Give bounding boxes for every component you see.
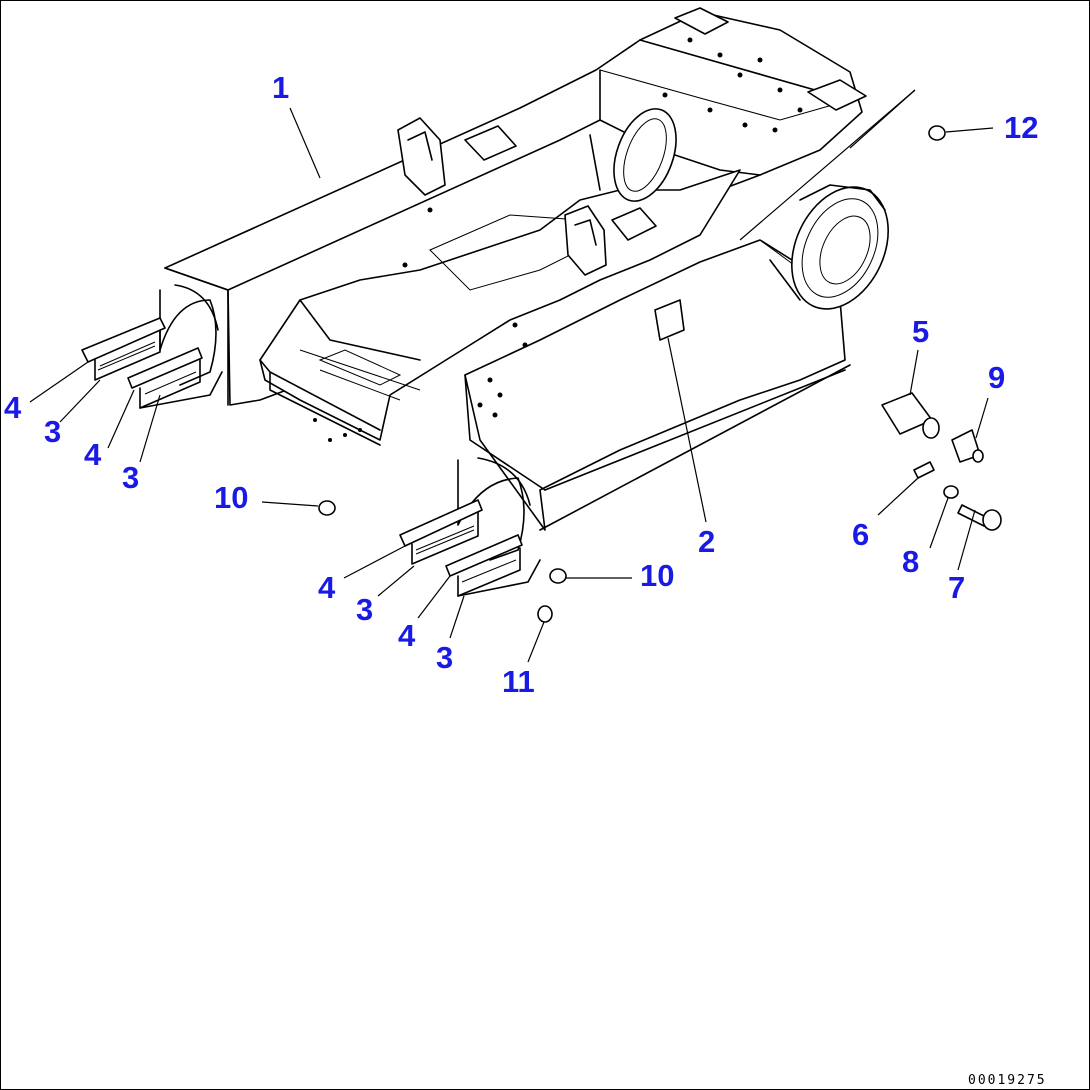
callout-9: 9 <box>988 360 1005 395</box>
callout-3: 3 <box>122 460 139 495</box>
track-frame-drawing <box>81 7 1002 623</box>
callout-4: 4 <box>84 437 102 472</box>
callout-labels: 1 2 3 3 3 3 4 4 4 4 5 6 7 8 9 10 10 11 1… <box>4 70 1038 699</box>
callout-10: 10 <box>640 558 674 593</box>
callout-6: 6 <box>852 517 869 552</box>
exploded-parts <box>318 125 1002 623</box>
callout-8: 8 <box>902 544 919 579</box>
callout-2: 2 <box>698 524 715 559</box>
callout-12: 12 <box>1004 110 1038 145</box>
callout-3: 3 <box>436 640 453 675</box>
callout-1: 1 <box>272 70 289 105</box>
callout-4: 4 <box>4 390 22 425</box>
callout-5: 5 <box>912 314 929 349</box>
callout-4: 4 <box>318 570 336 605</box>
callout-11: 11 <box>502 664 535 699</box>
callout-7: 7 <box>948 570 965 605</box>
callout-10: 10 <box>214 480 248 515</box>
document-number: 00019275 <box>968 1073 1047 1088</box>
leader-lines <box>29 89 994 663</box>
callout-4: 4 <box>398 618 416 653</box>
callout-3: 3 <box>44 414 61 449</box>
bolt-holes <box>313 37 803 442</box>
callout-3: 3 <box>356 592 373 627</box>
